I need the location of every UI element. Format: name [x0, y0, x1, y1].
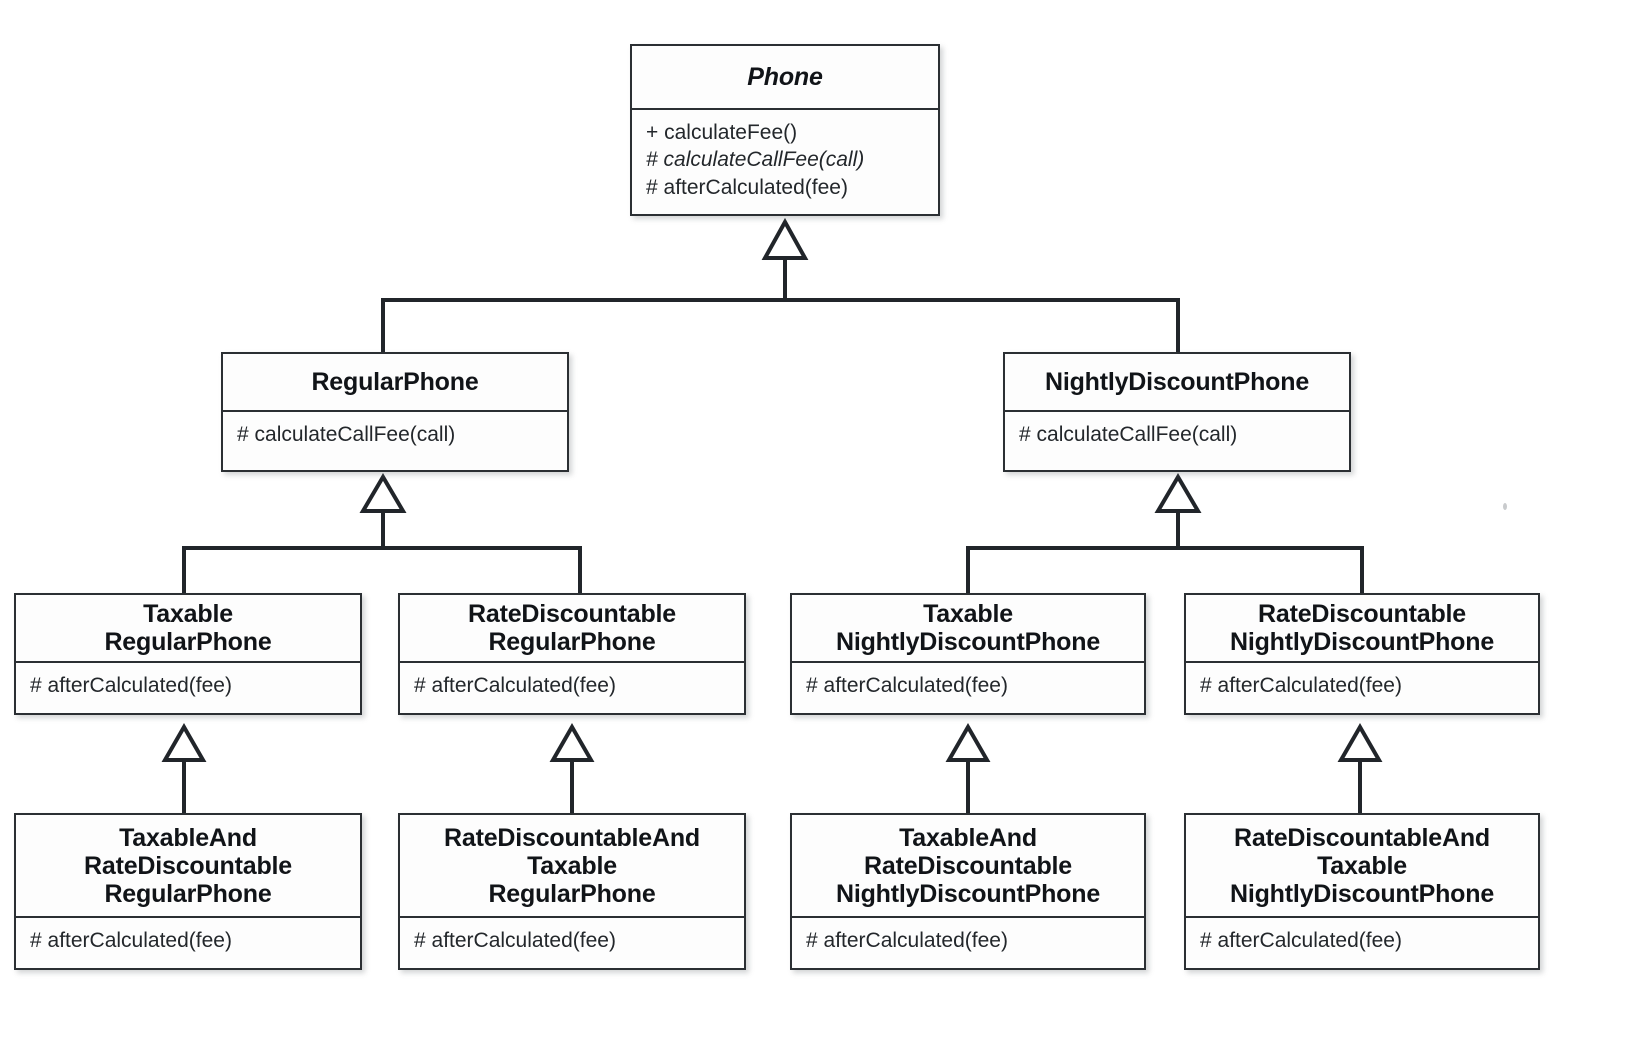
inheritance-arrow-ratediscountable-regularphone [549, 722, 595, 762]
class-operations-taxablenightlydiscountphone: # afterCalculated(fee) [792, 663, 1144, 709]
class-box-taxableandratediscountablenightlydiscountphone[interactable]: TaxableAnd RateDiscountable NightlyDisco… [790, 813, 1146, 970]
operation-item: # afterCalculated(fee) [646, 175, 848, 199]
class-title-line: RegularPhone [104, 628, 272, 656]
class-title-ratediscountableandtaxablenightlydiscountphone: RateDiscountableAnd Taxable NightlyDisco… [1186, 815, 1538, 918]
class-title-line: RateDiscountableAnd [1234, 823, 1490, 852]
class-box-ratediscountablenightlydiscountphone[interactable]: RateDiscountable NightlyDiscountPhone # … [1184, 593, 1540, 715]
operation-item: # calculateCallFee(call) [1019, 423, 1238, 446]
inheritance-arrow-taxable-regularphone [161, 722, 207, 762]
class-operations-regularphone: # calculateCallFee(call) [223, 412, 567, 458]
operation-item: # afterCalculated(fee) [30, 929, 232, 952]
class-title-line: Phone [747, 63, 823, 91]
class-box-nightlydiscountphone[interactable]: NightlyDiscountPhone # calculateCallFee(… [1003, 352, 1351, 472]
class-box-ratediscountableandtaxableregularphone[interactable]: RateDiscountableAnd Taxable RegularPhone… [398, 813, 746, 970]
class-title-line: Taxable [527, 851, 617, 880]
inheritance-arrow-taxable-nightlydiscountphone [945, 722, 991, 762]
class-title-line: RegularPhone [488, 879, 656, 908]
class-title-regularphone: RegularPhone [223, 354, 567, 412]
class-title-nightlydiscountphone: NightlyDiscountPhone [1005, 354, 1349, 412]
operation-item: # afterCalculated(fee) [1200, 674, 1402, 697]
operation-item: + calculateFee() [646, 121, 798, 144]
class-title-line: NightlyDiscountPhone [1044, 368, 1310, 396]
class-operations-ratediscountableregularphone: # afterCalculated(fee) [400, 663, 744, 709]
inheritance-arrow-regularphone [359, 473, 407, 513]
class-title-line: NightlyDiscountPhone [835, 628, 1101, 656]
class-box-taxableandratediscountableregularphone[interactable]: TaxableAnd RateDiscountable RegularPhone… [14, 813, 362, 970]
operation-item: # afterCalculated(fee) [414, 929, 616, 952]
class-box-regularphone[interactable]: RegularPhone # calculateCallFee(call) [221, 352, 569, 472]
class-title-ratediscountableregularphone: RateDiscountable RegularPhone [400, 595, 744, 663]
class-title-line: RateDiscountableAnd [444, 823, 700, 852]
operation-item: # afterCalculated(fee) [414, 674, 616, 697]
class-title-line: RegularPhone [488, 628, 656, 656]
class-title-line: RateDiscountable [84, 851, 292, 880]
inheritance-arrow-phone [761, 217, 809, 260]
class-operations-ratediscountableandtaxablenightlydiscountphone: # afterCalculated(fee) [1186, 918, 1538, 964]
class-title-line: RateDiscountable [864, 851, 1072, 880]
class-title-line: Taxable [143, 600, 233, 628]
class-box-taxableregularphone[interactable]: Taxable RegularPhone # afterCalculated(f… [14, 593, 362, 715]
class-title-ratediscountableandtaxableregularphone: RateDiscountableAnd Taxable RegularPhone [400, 815, 744, 918]
class-title-line: RateDiscountable [1258, 600, 1466, 628]
class-title-line: RegularPhone [104, 879, 272, 908]
operation-item: # afterCalculated(fee) [30, 674, 232, 697]
class-operations-phone: + calculateFee() # calculateCallFee(call… [632, 110, 938, 210]
class-title-line: Taxable [923, 600, 1013, 628]
class-operations-nightlydiscountphone: # calculateCallFee(call) [1005, 412, 1349, 458]
class-box-taxablenightlydiscountphone[interactable]: Taxable NightlyDiscountPhone # afterCalc… [790, 593, 1146, 715]
class-box-ratediscountableandtaxablenightlydiscountphone[interactable]: RateDiscountableAnd Taxable NightlyDisco… [1184, 813, 1540, 970]
class-title-line: Taxable [1317, 851, 1407, 880]
operation-item: # afterCalculated(fee) [1200, 929, 1402, 952]
operation-item: # calculateCallFee(call) [646, 148, 865, 172]
class-title-taxableregularphone: Taxable RegularPhone [16, 595, 360, 663]
class-title-line: NightlyDiscountPhone [1229, 879, 1495, 908]
class-operations-ratediscountableandtaxableregularphone: # afterCalculated(fee) [400, 918, 744, 964]
class-title-taxableandratediscountablenightlydiscountphone: TaxableAnd RateDiscountable NightlyDisco… [792, 815, 1144, 918]
operation-item: # calculateCallFee(call) [237, 423, 456, 446]
operation-item: # afterCalculated(fee) [806, 929, 1008, 952]
class-title-line: TaxableAnd [119, 823, 257, 852]
class-title-line: RateDiscountable [468, 600, 676, 628]
scan-speck [1503, 503, 1507, 510]
class-title-line: NightlyDiscountPhone [1229, 628, 1495, 656]
class-title-line: RegularPhone [311, 368, 479, 396]
class-operations-taxableregularphone: # afterCalculated(fee) [16, 663, 360, 709]
class-operations-taxableandratediscountablenightlydiscountphone: # afterCalculated(fee) [792, 918, 1144, 964]
class-box-ratediscountableregularphone[interactable]: RateDiscountable RegularPhone # afterCal… [398, 593, 746, 715]
class-operations-ratediscountablenightlydiscountphone: # afterCalculated(fee) [1186, 663, 1538, 709]
class-title-taxablenightlydiscountphone: Taxable NightlyDiscountPhone [792, 595, 1144, 663]
inheritance-arrow-ratediscountable-nightlydiscountphone [1337, 722, 1383, 762]
class-operations-taxableandratediscountableregularphone: # afterCalculated(fee) [16, 918, 360, 964]
class-box-phone[interactable]: Phone + calculateFee() # calculateCallFe… [630, 44, 940, 216]
class-title-phone: Phone [632, 46, 938, 110]
class-title-line: TaxableAnd [899, 823, 1037, 852]
inheritance-arrow-nightlydiscountphone [1154, 473, 1202, 513]
operation-item: # afterCalculated(fee) [806, 674, 1008, 697]
class-title-ratediscountablenightlydiscountphone: RateDiscountable NightlyDiscountPhone [1186, 595, 1538, 663]
class-title-line: NightlyDiscountPhone [835, 879, 1101, 908]
class-title-taxableandratediscountableregularphone: TaxableAnd RateDiscountable RegularPhone [16, 815, 360, 918]
